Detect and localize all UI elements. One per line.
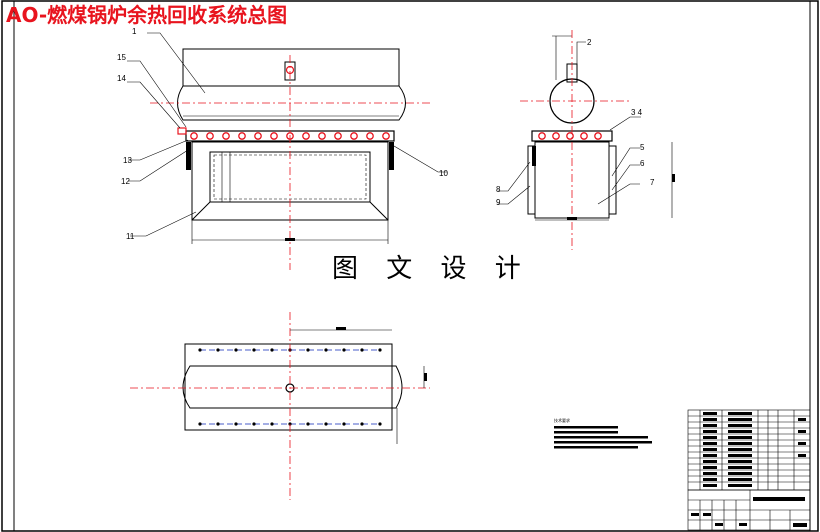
top-view-outer bbox=[184, 343, 393, 431]
part-label-6: 6 bbox=[640, 159, 645, 168]
side-header-flanges bbox=[538, 132, 602, 140]
top-view-bolts-lower bbox=[198, 422, 382, 426]
part-label-11: 11 bbox=[126, 232, 135, 241]
side-dark-left bbox=[532, 146, 536, 166]
title-block bbox=[687, 489, 811, 531]
side-right-wall bbox=[608, 145, 617, 215]
part-label-2: 2 bbox=[587, 38, 592, 47]
top-view-bolts-upper bbox=[198, 348, 382, 352]
drawing-title: AO-燃煤锅炉余热回收系统总图 bbox=[6, 3, 287, 27]
part-label-5: 5 bbox=[640, 143, 645, 152]
flue-inner bbox=[213, 154, 367, 200]
top-view bbox=[130, 312, 430, 500]
part-label-8: 8 bbox=[496, 185, 501, 194]
front-leaders bbox=[127, 32, 447, 237]
front-view bbox=[150, 48, 430, 270]
top-view-shell bbox=[182, 365, 403, 409]
part-label-12: 12 bbox=[121, 177, 130, 186]
note-line-3 bbox=[554, 436, 648, 439]
part-label-10: 10 bbox=[439, 169, 448, 178]
front-dark-left bbox=[186, 142, 191, 170]
top-dim-right-text bbox=[424, 373, 427, 381]
side-left-wall bbox=[527, 145, 536, 215]
note-line-4 bbox=[554, 441, 652, 444]
side-dim-right-text bbox=[672, 174, 675, 182]
part-label-7: 7 bbox=[650, 178, 655, 187]
part-label-1: 1 bbox=[132, 27, 137, 36]
side-view bbox=[520, 30, 675, 250]
inlet-stub bbox=[177, 127, 187, 135]
top-dim-upper-text bbox=[336, 327, 346, 330]
parts-list-entries bbox=[703, 412, 806, 487]
part-label-15: 15 bbox=[117, 53, 126, 62]
part-label-14: 14 bbox=[117, 74, 126, 83]
part-label-3-4: 3 4 bbox=[631, 108, 643, 117]
front-dark-right bbox=[389, 142, 394, 170]
note-line-2 bbox=[554, 431, 618, 434]
note-line-5 bbox=[554, 446, 638, 449]
notes-heading: 技术要求 bbox=[554, 417, 570, 423]
side-leaders bbox=[498, 41, 641, 205]
watermark-text: 图 文 设 计 bbox=[332, 254, 531, 284]
technical-notes: 技术要求 bbox=[554, 417, 652, 449]
note-line-1 bbox=[554, 426, 618, 429]
part-label-13: 13 bbox=[123, 156, 132, 165]
front-dim-text bbox=[285, 238, 295, 241]
title-block-entries bbox=[691, 497, 807, 527]
parts-list bbox=[687, 409, 811, 491]
part-label-9: 9 bbox=[496, 198, 501, 207]
drum-body bbox=[177, 85, 406, 121]
side-dim-text bbox=[567, 217, 577, 220]
header-flanges bbox=[190, 132, 390, 140]
